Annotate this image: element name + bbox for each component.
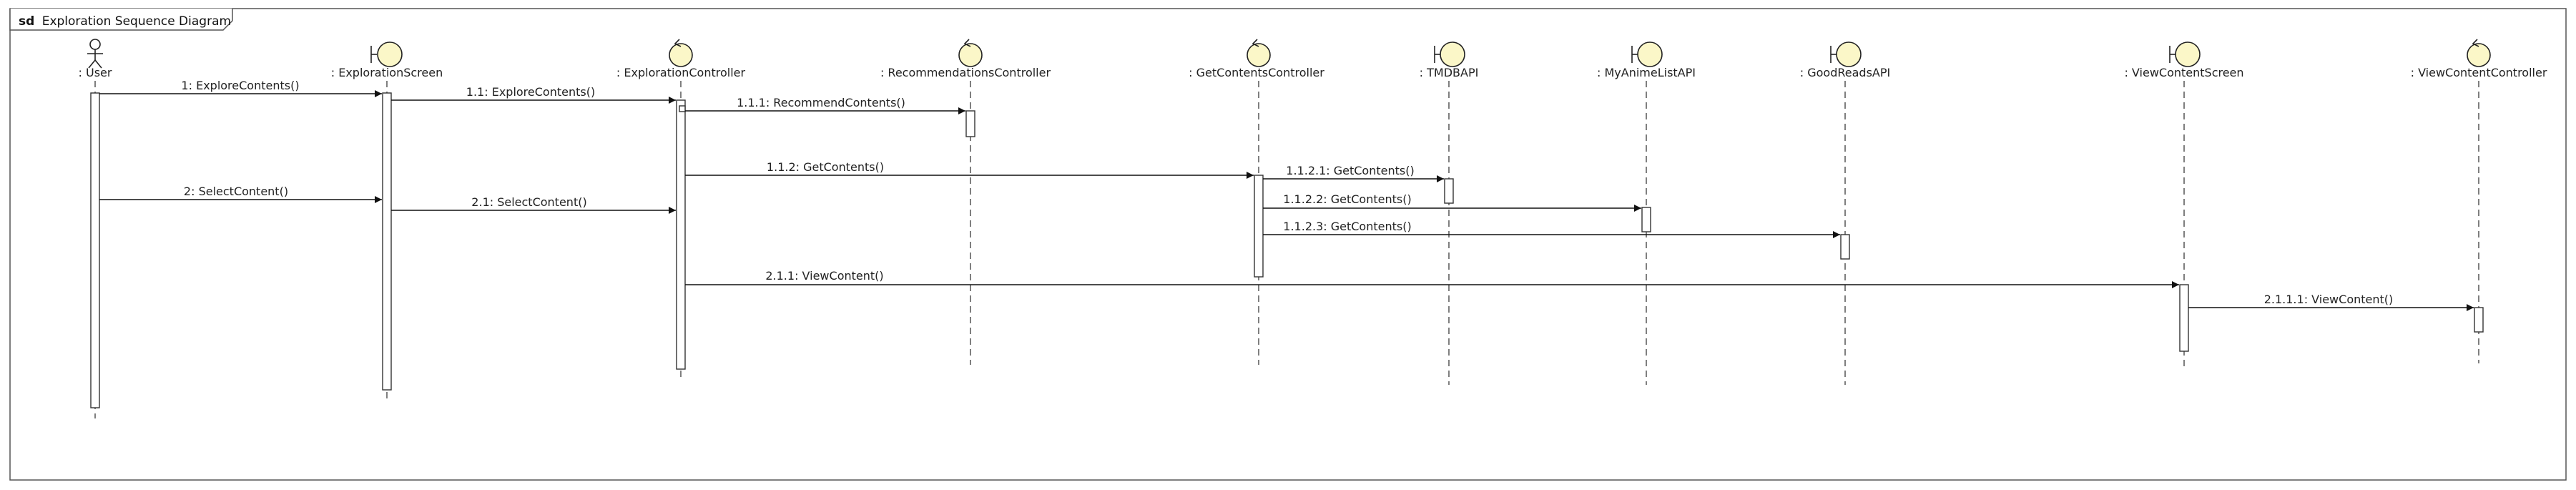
activation-recommendations-controller [965, 110, 975, 137]
activation-tmdb-api [1444, 178, 1454, 204]
control-icon [669, 39, 693, 67]
activation-exploration-screen [382, 92, 392, 391]
message-label: 2.1: SelectContent() [471, 195, 586, 209]
participant-label-user: : User [79, 66, 112, 79]
activation-user [90, 92, 100, 408]
message-label: 2.1.1: ViewContent() [765, 269, 883, 283]
message-label: 2.1.1.1: ViewContent() [2264, 293, 2394, 306]
message-1-1: 1.1: ExploreContents() [391, 85, 676, 104]
participant-label-myanimelist-api: : MyAnimeListAPI [1597, 66, 1696, 79]
boundary-icon [2169, 41, 2201, 67]
activation-get-contents-controller [1254, 175, 1264, 278]
participant-exploration-screen: : ExplorationScreen [331, 41, 443, 399]
participant-goodreads-api: : GoodReadsAPI [1800, 41, 1890, 385]
control-icon [1247, 39, 1271, 67]
participant-myanimelist-api: : MyAnimeListAPI [1597, 41, 1696, 385]
participant-view-content-controller: : ViewContentController [2411, 39, 2547, 363]
participant-label-view-content-controller: : ViewContentController [2411, 66, 2547, 79]
message-1: 1: ExploreContents() [99, 79, 382, 97]
control-icon [958, 39, 983, 67]
participant-recommendations-controller: : RecommendationsController [880, 39, 1051, 365]
message-1-1-2-1: 1.1.2.1: GetContents() [1263, 164, 1444, 182]
message-label: 1.1.1: RecommendContents() [737, 96, 905, 109]
message-label: 1.1.2.3: GetContents() [1283, 220, 1411, 233]
control-icon [2467, 39, 2491, 67]
boundary-icon [1631, 41, 1663, 67]
participant-view-content-screen: : ViewContentScreen [2124, 41, 2244, 371]
message-label: 1.1.2.1: GetContents() [1286, 164, 1414, 177]
activation-view-content-controller [2474, 307, 2484, 333]
message-label: 1.1.2: GetContents() [767, 160, 884, 174]
message-2-1-1-1: 2.1.1.1: ViewContent() [2188, 293, 2474, 311]
message-label: 2: SelectContent() [184, 185, 288, 198]
actor-icon [87, 39, 103, 69]
message-1-1-2-3: 1.1.2.3: GetContents() [1263, 220, 1840, 238]
participant-label-tmdb-api: : TMDBAPI [1420, 66, 1479, 79]
participant-label-exploration-screen: : ExplorationScreen [331, 66, 443, 79]
frame-title-text: Exploration Sequence Diagram [42, 14, 231, 29]
message-2-1-1: 2.1.1: ViewContent() [685, 269, 2179, 288]
frame-title-tab [9, 9, 233, 31]
messages: 1: ExploreContents() 1.1: ExploreContent… [99, 79, 2474, 311]
frame-keyword: sd [19, 14, 34, 29]
participant-label-recommendations-controller: : RecommendationsController [880, 66, 1051, 79]
activation-exploration-controller [676, 99, 686, 370]
boundary-icon [370, 41, 403, 67]
activation-view-content-screen [2179, 284, 2189, 352]
diagram-frame [9, 8, 2567, 481]
participant-label-get-contents-controller: : GetContentsController [1189, 66, 1324, 79]
boundary-icon [1830, 41, 1862, 67]
activation-exploration-controller-nested [679, 105, 686, 112]
participant-label-exploration-controller: : ExplorationController [616, 66, 746, 79]
message-1-1-2: 1.1.2: GetContents() [685, 160, 1254, 179]
message-1-1-1: 1.1.1: RecommendContents() [685, 96, 965, 114]
boundary-icon [1434, 41, 1465, 67]
message-2-1: 2.1: SelectContent() [391, 195, 676, 214]
participant-tmdb-api: : TMDBAPI [1420, 41, 1479, 385]
participant-label-goodreads-api: : GoodReadsAPI [1800, 66, 1890, 79]
message-label: 1.1.2.2: GetContents() [1283, 192, 1411, 206]
activation-myanimelist-api [1641, 207, 1651, 232]
message-label: 1.1: ExploreContents() [466, 85, 595, 99]
participant-get-contents-controller: : GetContentsController [1189, 39, 1324, 365]
message-1-1-2-2: 1.1.2.2: GetContents() [1263, 192, 1641, 212]
message-label: 1: ExploreContents() [181, 79, 299, 92]
activation-goodreads-api [1840, 234, 1850, 260]
activation-bars [90, 92, 2484, 408]
participant-label-view-content-screen: : ViewContentScreen [2124, 66, 2243, 79]
frame-title: sd Exploration Sequence Diagram [19, 14, 231, 29]
message-2: 2: SelectContent() [99, 185, 382, 203]
